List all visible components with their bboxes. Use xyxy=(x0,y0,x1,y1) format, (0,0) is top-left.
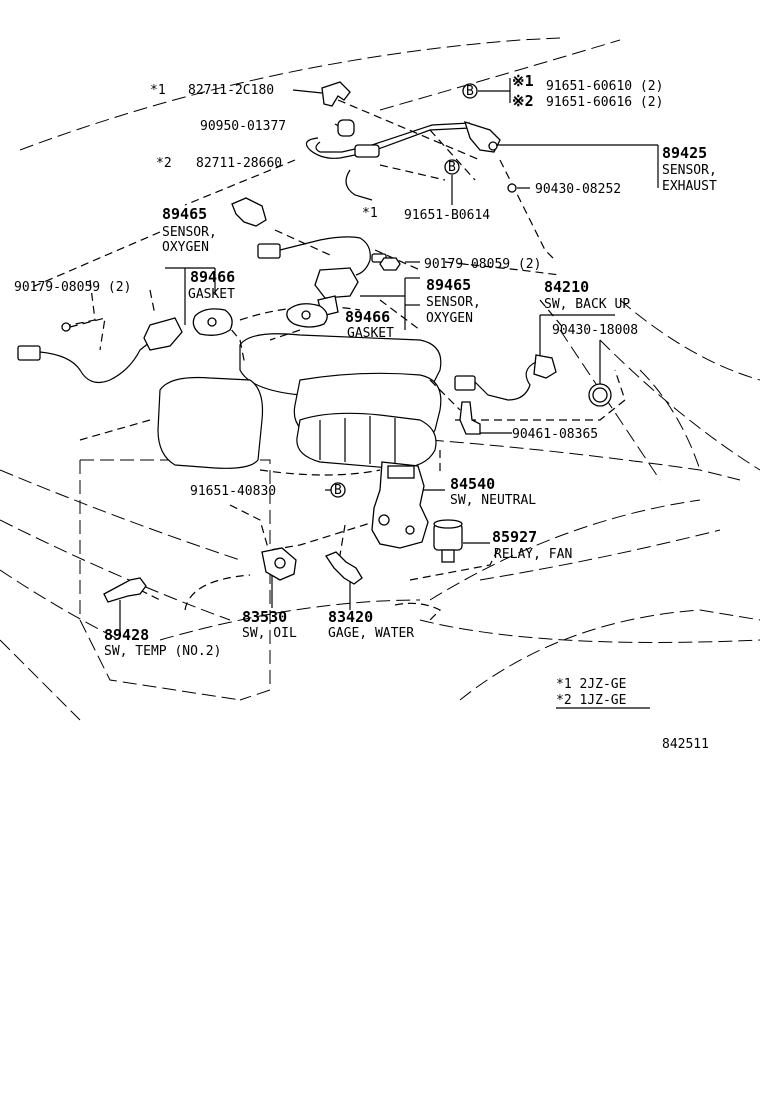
label-89465-a: 89465 xyxy=(162,205,207,223)
gasket-89466-right xyxy=(286,303,328,328)
nut-90179-08059-upper xyxy=(379,257,401,271)
label-sensor-exhaust-1: SENSOR, xyxy=(662,163,717,178)
label-83530: 83530 xyxy=(242,608,287,626)
part-labels: *1 82711-2C180 90950-01377 *2 82711-2866… xyxy=(14,72,717,752)
clamp-90461-08365 xyxy=(459,401,481,435)
svg-text:B: B xyxy=(448,160,456,175)
label-89428: 89428 xyxy=(104,626,149,644)
label-sw-temp: SW, TEMP (NO.2) xyxy=(104,644,221,659)
water-gage-83420 xyxy=(325,551,363,585)
label-sw-oil: SW, OIL xyxy=(242,626,297,641)
label-83420: 83420 xyxy=(328,608,373,626)
label-89466-a: 89466 xyxy=(190,268,235,286)
label-sw-back-up: SW, BACK UP xyxy=(544,297,630,312)
label-89466-b: 89466 xyxy=(345,308,390,326)
label-sensor-oxy-a1: SENSOR, xyxy=(162,225,217,240)
label-star1-mid: *1 xyxy=(362,206,378,221)
label-90430-18008: 90430-18008 xyxy=(552,323,638,338)
exhaust-sensor-89425 xyxy=(305,120,501,201)
svg-text:B: B xyxy=(334,483,342,498)
label-84210: 84210 xyxy=(544,278,589,296)
bolt-marks: B B B xyxy=(330,83,478,498)
label-91651-60616: 91651-60616 (2) xyxy=(546,95,663,110)
engine-outline xyxy=(0,37,760,721)
label-84540: 84540 xyxy=(450,475,495,493)
label-star1-top: *1 xyxy=(150,83,166,98)
label-90179-08059-b: 90179-08059 (2) xyxy=(424,257,541,272)
label-91651-40830: 91651-40830 xyxy=(190,484,276,499)
label-sensor-oxy-b2: OXYGEN xyxy=(426,311,473,326)
grommet-90950-01377 xyxy=(337,119,355,137)
temp-switch-89428 xyxy=(103,577,147,603)
label-90950-01377: 90950-01377 xyxy=(200,119,286,134)
label-90179-08059-a: 90179-08059 (2) xyxy=(14,280,131,295)
label-90461-08365: 90461-08365 xyxy=(512,427,598,442)
label-82711-2c180: 82711-2C180 xyxy=(188,83,274,98)
legend-line-1: *1 2JZ-GE xyxy=(556,677,626,692)
clip-82711-2c180 xyxy=(321,81,351,107)
label-sensor-oxy-a2: OXYGEN xyxy=(162,240,209,255)
label-89425: 89425 xyxy=(662,144,707,162)
label-90430-08252: 90430-08252 xyxy=(535,182,621,197)
gasket-89466-left xyxy=(192,308,233,336)
diagram-number: 842511 xyxy=(662,737,709,752)
label-82711-28660: 82711-28660 xyxy=(196,156,282,171)
gasket-90430-18008 xyxy=(588,383,612,407)
oil-switch-83530 xyxy=(261,547,297,581)
clip-82711-28660 xyxy=(231,197,267,227)
label-relay-fan: RELAY, FAN xyxy=(494,547,572,562)
label-kome2: ※2 xyxy=(512,92,534,110)
label-sensor-oxy-b1: SENSOR, xyxy=(426,295,481,310)
label-85927: 85927 xyxy=(492,528,537,546)
backup-switch-84210 xyxy=(454,354,557,401)
leader-lines xyxy=(29,78,659,632)
label-kome1: ※1 xyxy=(512,72,534,90)
neutral-switch-84540 xyxy=(371,461,429,549)
label-star2-mid: *2 xyxy=(156,156,172,171)
svg-text:B: B xyxy=(466,84,474,99)
label-89465-b: 89465 xyxy=(426,276,471,294)
legend-line-2: *2 1JZ-GE xyxy=(556,693,626,708)
oxygen-sensor-89465-left xyxy=(17,317,183,383)
fan-relay-85927 xyxy=(433,519,463,563)
oxygen-sensor-89465-upper xyxy=(257,236,387,317)
label-gasket-a: GASKET xyxy=(188,287,235,302)
label-gage-water: GAGE, WATER xyxy=(328,626,414,641)
label-gasket-b: GASKET xyxy=(347,326,394,341)
label-sensor-exhaust-2: EXHAUST xyxy=(662,179,717,194)
label-91651-b0614: 91651-B0614 xyxy=(404,208,490,223)
label-91651-60610: 91651-60610 (2) xyxy=(546,79,663,94)
label-sw-neutral: SW, NEUTRAL xyxy=(450,493,536,508)
washer-90430-08252 xyxy=(507,183,517,193)
